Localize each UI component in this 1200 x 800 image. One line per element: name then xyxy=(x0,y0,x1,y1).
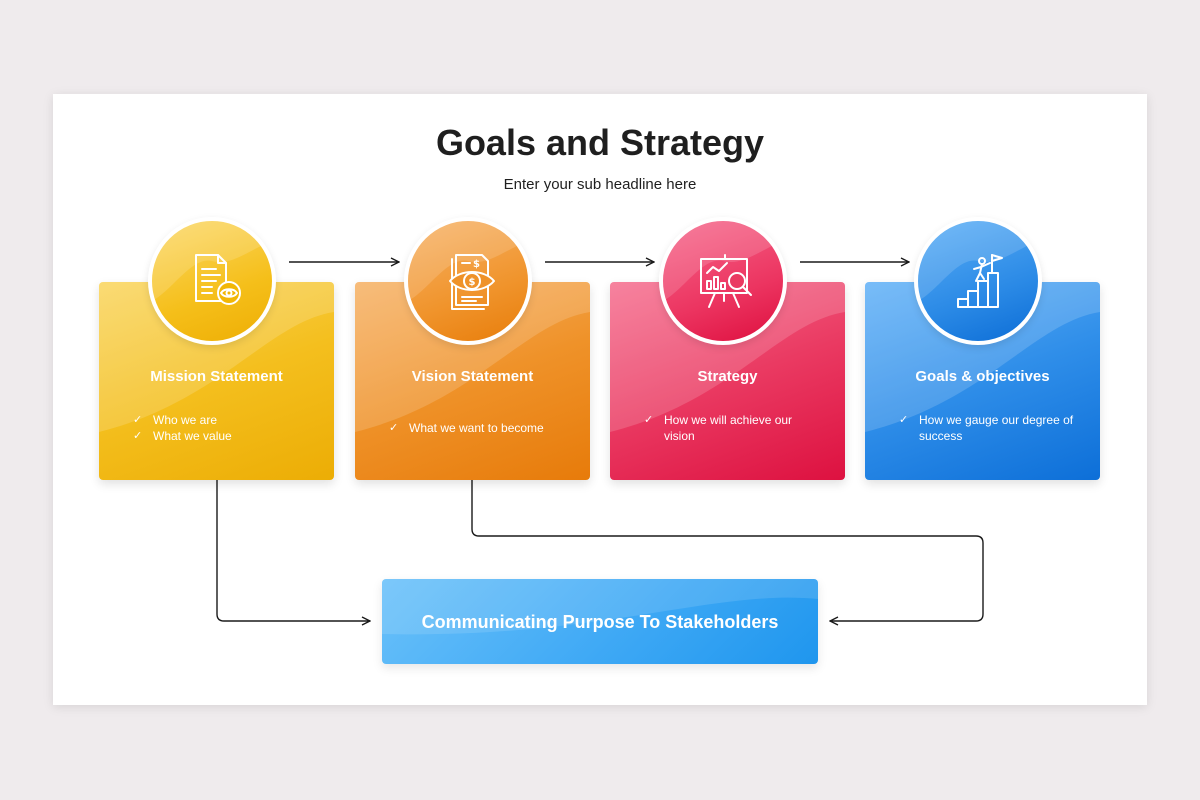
check-icon: ✓ xyxy=(644,414,654,426)
circle-gloss xyxy=(663,221,783,301)
document-money-eye-icon: $ $ xyxy=(449,254,495,310)
list-item: ✓ What we value xyxy=(133,428,314,444)
card-goals-objectives: Goals & objectives ✓ How we gauge our deg… xyxy=(865,282,1100,480)
check-icon: ✓ xyxy=(899,414,909,426)
stakeholders-label: Communicating Purpose To Stakeholders xyxy=(421,612,779,632)
presentation-board-magnifier-icon xyxy=(700,254,752,308)
card-gloss xyxy=(355,282,590,432)
check-icon: ✓ xyxy=(133,430,143,442)
svg-text:$: $ xyxy=(473,259,480,270)
card-list: ✓ Who we are ✓ What we value xyxy=(133,412,314,444)
card-gloss xyxy=(865,282,1100,432)
box-gloss xyxy=(382,579,818,635)
card-list: ✓ How we will achieve our vision xyxy=(644,412,825,444)
card-list: ✓ What we want to become xyxy=(389,420,570,436)
list-item-text: Who we are xyxy=(153,413,218,427)
list-item-text: What we want to become xyxy=(409,421,544,435)
card-vision-statement: Vision Statement ✓ What we want to become xyxy=(355,282,590,480)
card-mission-statement: Mission Statement ✓ Who we are ✓ What we v… xyxy=(99,282,334,480)
card-gloss xyxy=(610,282,845,432)
list-item-text: How we gauge our degree of success xyxy=(919,413,1074,443)
check-icon: ✓ xyxy=(389,422,399,434)
circle-gloss xyxy=(408,221,528,301)
card-list: ✓ How we gauge our degree of success xyxy=(899,412,1080,444)
page-subtitle: Enter your sub headline here xyxy=(503,176,697,193)
slide: Goals and Strategy Enter your sub headli… xyxy=(53,94,1147,705)
arrow-vision-to-bottom xyxy=(471,480,984,621)
list-item: ✓ How we gauge our degree of success xyxy=(899,412,1080,444)
goals-icon-circle xyxy=(914,217,1042,345)
mission-icon-circle xyxy=(148,217,276,345)
card-title: Goals & objectives xyxy=(915,368,1050,385)
climber-flag-steps-icon xyxy=(957,254,1003,308)
list-item-text: What we value xyxy=(153,429,232,443)
page-title: Goals and Strategy xyxy=(435,122,765,163)
card-title: Vision Statement xyxy=(411,368,534,385)
strategy-icon-circle xyxy=(659,217,787,345)
list-item: ✓ Who we are xyxy=(133,412,314,428)
vision-icon-circle: $ $ xyxy=(404,217,532,345)
card-title: Mission Statement xyxy=(150,368,283,385)
card-gloss xyxy=(99,282,334,432)
check-icon: ✓ xyxy=(133,414,143,426)
list-item-text: How we will achieve our vision xyxy=(664,413,793,443)
list-item: ✓ How we will achieve our vision xyxy=(644,412,825,444)
connector-arrows xyxy=(216,94,984,705)
list-item: ✓ What we want to become xyxy=(389,420,570,436)
card-title: Strategy xyxy=(697,368,758,385)
circle-gloss xyxy=(152,221,272,301)
document-eye-icon xyxy=(195,254,241,305)
svg-text:$: $ xyxy=(469,277,476,288)
arrow-mission-to-bottom xyxy=(216,480,370,621)
stakeholders-box: Communicating Purpose To Stakeholders xyxy=(382,579,818,664)
